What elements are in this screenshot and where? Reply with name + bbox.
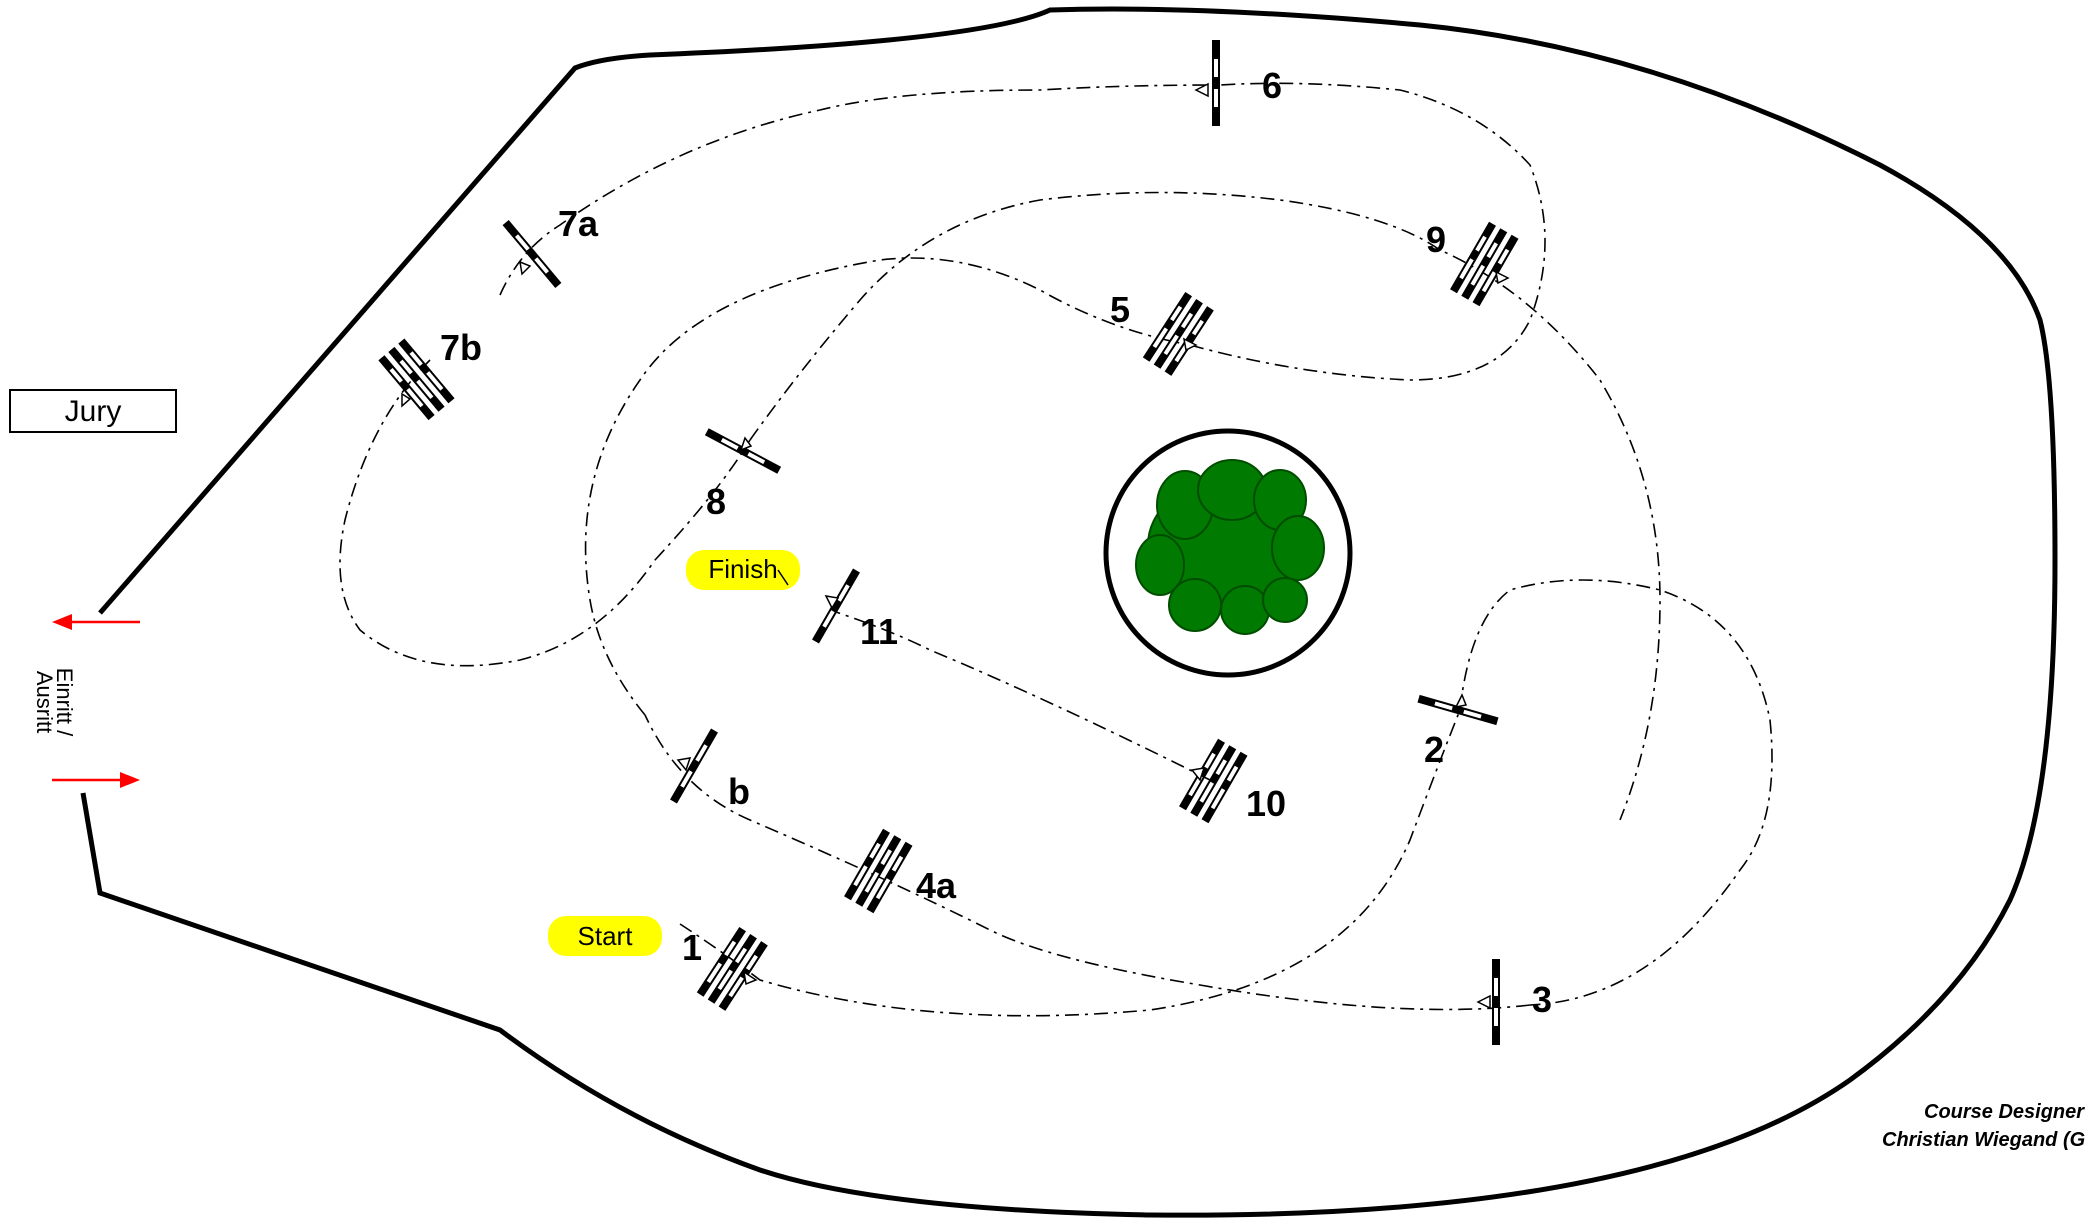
course-route [339,82,1773,1017]
jump-number-4a: 4a [916,865,957,906]
arena-boundary [80,6,2058,1218]
jump-number-3: 3 [1532,979,1552,1020]
fence-11 [812,568,860,644]
designer-name: Christian Wiegand (G [1882,1129,2085,1151]
jump-number-8: 8 [706,481,726,522]
tree-icon [1135,459,1325,635]
gate-label-line2: Ausritt [32,671,57,733]
fence-4a [844,829,913,913]
jump-number-10: 10 [1246,783,1286,824]
fence-6 [1212,40,1220,126]
gate-label-line1: Einritt / [52,668,77,737]
jump-number-11: 11 [860,611,898,652]
direction-arrows [401,82,1510,1010]
fence-7a [502,220,562,288]
fence-3 [1492,959,1500,1045]
entry-exit-arrows [52,614,140,788]
jump-number-9: 9 [1426,219,1446,260]
jury-label: Jury [65,395,122,428]
jump-number-1: 1 [682,927,702,968]
jump-number-5: 5 [1110,289,1130,330]
fence-2 [1417,695,1499,725]
jump-number-7a: 7a [558,203,599,244]
jump-number-7b: 7b [440,327,482,368]
jury-box: Jury [9,389,177,433]
start-tag: Start [548,916,662,956]
fence-8 [705,428,781,474]
designer-title: Course Designer [1924,1101,2085,1123]
fence-10 [1179,739,1248,823]
fence-b [670,728,718,804]
jump-number-2: 2 [1424,729,1444,770]
fence-9 [1450,222,1519,306]
start-label: Start [578,921,634,951]
jump-number-b: b [728,771,750,812]
jump-number-6: 6 [1262,65,1282,106]
fence-5 [1143,292,1214,376]
finish-tag: Finish [686,550,800,590]
fence-1 [697,927,768,1011]
finish-label: Finish [708,554,777,584]
tree-island [1103,428,1353,678]
